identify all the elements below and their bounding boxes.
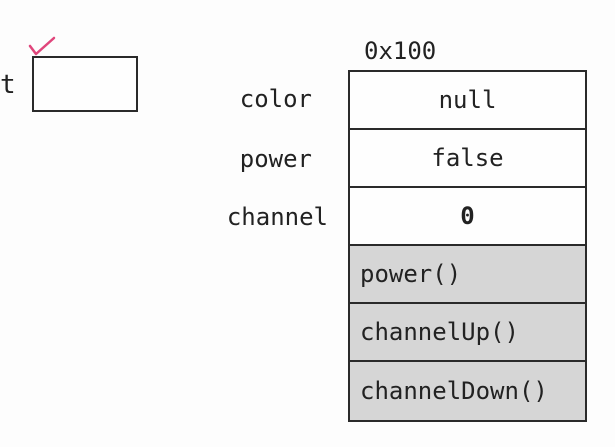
object-address: 0x100 — [364, 37, 437, 65]
variable-name-label: t — [0, 70, 16, 100]
field-value-power: false — [350, 130, 585, 188]
field-label-channel: channel — [226, 203, 328, 231]
method-channel-up: channelUp() — [350, 304, 585, 362]
field-value-channel: 0 — [350, 188, 585, 246]
object-memory-block: null false 0 power() channelUp() channel… — [348, 70, 587, 422]
method-power: power() — [350, 246, 585, 304]
checkmark-icon — [28, 36, 56, 56]
field-value-color: null — [350, 72, 585, 130]
field-label-power: power — [239, 145, 312, 173]
reference-variable-box — [32, 56, 138, 112]
field-label-color: color — [239, 85, 312, 113]
method-channel-down: channelDown() — [350, 362, 585, 420]
